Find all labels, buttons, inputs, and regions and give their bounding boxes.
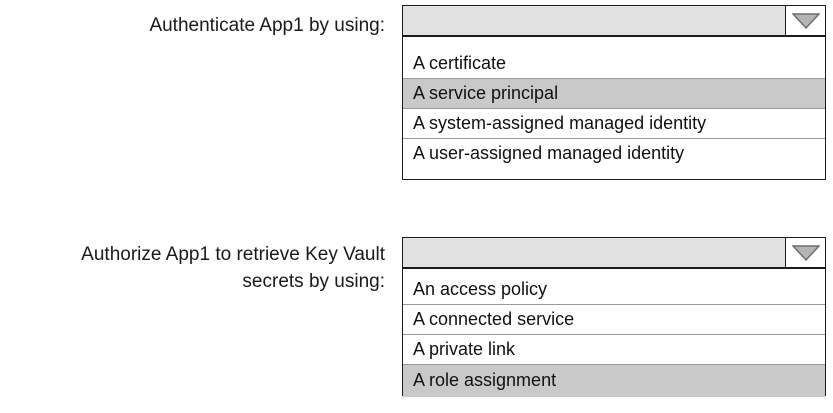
combo-authorize-value[interactable] [403,238,785,267]
combo-authenticate[interactable] [402,5,826,36]
prompt-label-authenticate: Authenticate App1 by using: [149,15,385,36]
prompt-label-authorize: Authorize App1 to retrieve Key Vault sec… [81,244,385,292]
option-list-authorize[interactable]: An access policy A connected service A p… [402,268,826,397]
option-item-a-user-assigned-managed-identity[interactable]: A user-assigned managed identity [403,139,825,169]
option-item-a-service-principal[interactable]: A service principal [403,79,825,109]
option-item-a-system-assigned-managed-identity[interactable]: A system-assigned managed identity [403,109,825,139]
chevron-down-icon[interactable] [785,6,825,35]
option-item-a-certificate[interactable]: A certificate [403,49,825,79]
chevron-down-icon[interactable] [785,238,825,267]
option-list-top-spacer [403,269,825,275]
option-list-authenticate[interactable]: A certificate A service principal A syst… [402,36,826,180]
combo-authenticate-value[interactable] [403,6,785,35]
option-item-a-role-assignment[interactable]: A role assignment [403,365,825,397]
option-item-a-connected-service[interactable]: A connected service [403,305,825,335]
combo-authorize[interactable] [402,237,826,268]
option-item-an-access-policy[interactable]: An access policy [403,275,825,305]
option-list-top-spacer [403,37,825,49]
option-item-a-private-link[interactable]: A private link [403,335,825,365]
